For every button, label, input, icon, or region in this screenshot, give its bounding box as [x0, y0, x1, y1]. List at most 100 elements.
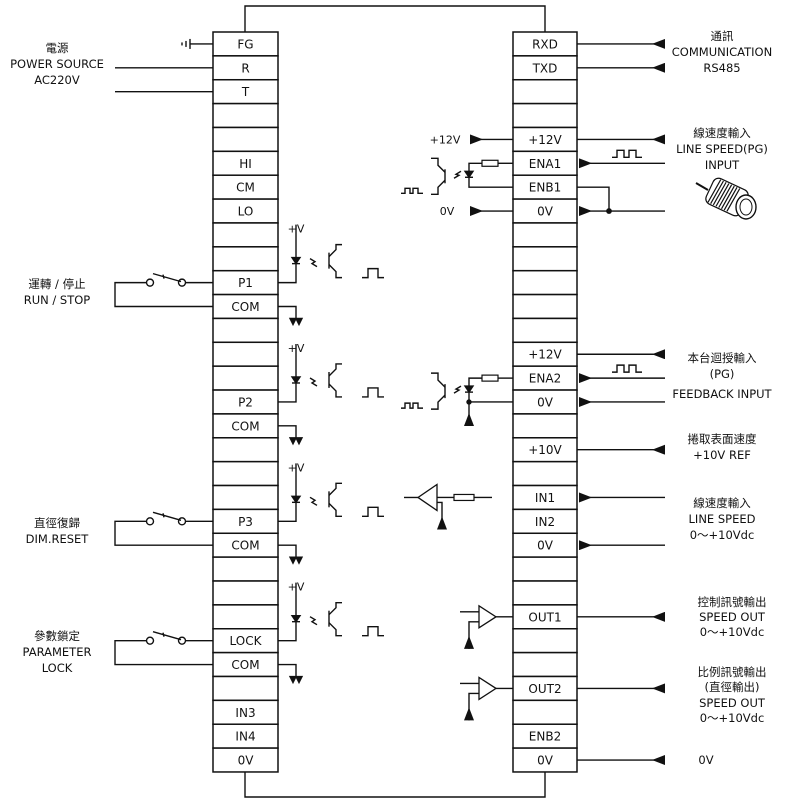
speed-out2-label-zh2: (直徑輸出) — [705, 680, 760, 694]
switch-contact-icon — [145, 636, 155, 645]
left-terminal-empty — [212, 484, 279, 511]
diode-icon — [463, 385, 475, 394]
right-terminal-0v: 0V — [512, 532, 578, 558]
terminal-cell — [512, 413, 578, 439]
terminal-label: +12V — [528, 133, 562, 147]
switch-contact-icon — [145, 517, 155, 526]
diode-icon — [290, 256, 302, 265]
terminal-label: FG — [237, 37, 253, 51]
right-terminal-empty — [512, 102, 578, 129]
left-terminal-empty — [212, 580, 279, 606]
power-label-zh: 電源 — [46, 41, 69, 55]
terminal-label: 0V — [537, 205, 554, 219]
ground-icon — [288, 316, 304, 327]
left-terminal-empty — [212, 460, 279, 487]
plus-v-label: +V — [288, 461, 305, 474]
power-label-en: POWER SOURCE — [10, 57, 104, 71]
switch-return-wire — [114, 639, 213, 666]
left-terminal-p2: P2 — [212, 389, 279, 415]
left-terminal-empty — [212, 246, 279, 272]
terminal-cell — [512, 246, 578, 272]
com-ground-wire — [278, 544, 297, 558]
terminal-label: CM — [236, 181, 255, 195]
switch-contact-icon — [177, 636, 187, 645]
terminal-cell — [512, 293, 578, 320]
run-stop-label-en: RUN / STOP — [24, 293, 91, 307]
terminal-label: IN4 — [235, 730, 255, 744]
right-terminal-empty — [512, 556, 578, 582]
pulse-icon — [362, 387, 384, 398]
terminal-label: ENB2 — [529, 730, 561, 744]
right-terminal-0v: 0V — [512, 747, 578, 773]
switch-lever-icon — [162, 632, 165, 637]
zero-v-label: 0V — [440, 205, 455, 218]
left-terminal-in3: IN3 — [212, 699, 279, 725]
diode-icon — [463, 170, 475, 179]
switch-contact-icon — [145, 278, 155, 287]
resistor-icon — [481, 374, 499, 382]
plus-v-label: +V — [288, 581, 305, 594]
switch-lever-icon — [162, 274, 165, 279]
terminal-cell — [212, 437, 279, 463]
terminal-label: HI — [239, 157, 252, 171]
right-terminal-empty — [512, 699, 578, 725]
right-terminal-12v: +12V — [512, 341, 578, 367]
terminal-label: P1 — [238, 276, 253, 290]
transistor-icon — [431, 157, 446, 173]
param-lock-label-zh: 參數鎖定 — [34, 629, 80, 643]
right-terminal-0v: 0V — [512, 389, 578, 415]
line-speed-label-en: LINE SPEED — [689, 512, 756, 526]
comm-label-zh: 通訊 — [711, 29, 734, 43]
terminal-cell — [512, 222, 578, 248]
transistor-icon — [328, 502, 342, 518]
light-icon — [309, 377, 318, 387]
transistor-icon — [328, 243, 342, 258]
transistor-icon — [431, 372, 446, 388]
terminal-label: OUT1 — [528, 610, 561, 624]
switch-lever-icon — [152, 272, 182, 283]
enb1-bridge-wire — [577, 186, 610, 212]
left-terminal-empty — [212, 556, 279, 582]
switch-lever-icon — [162, 513, 165, 518]
right-terminal-10v: +10V — [512, 437, 578, 463]
dim-reset-label-en: DIM.RESET — [26, 532, 90, 546]
terminal-label: IN3 — [235, 706, 255, 720]
com-ground-wire — [278, 425, 297, 438]
left-terminal-com: COM — [212, 532, 279, 558]
ref10-label-zh: 捲取表面速度 — [688, 432, 757, 446]
right-terminal-block: RXDTXD+12VENA1ENB10V+12VENA20V+10VIN1IN2… — [512, 31, 578, 773]
ground-icon — [288, 436, 304, 446]
resistor-icon — [481, 159, 499, 167]
light-icon — [309, 258, 318, 268]
left-terminal-cm: CM — [212, 174, 279, 200]
right-terminal-0v: 0V — [512, 198, 578, 224]
left-terminal-empty — [212, 317, 279, 344]
zero-v-out-label: 0V — [698, 753, 713, 767]
terminal-cell — [512, 651, 578, 678]
light-icon — [309, 616, 318, 626]
right-terminal-empty — [512, 222, 578, 248]
terminal-label: COM — [231, 300, 259, 314]
right-terminal-empty — [512, 78, 578, 105]
left-terminal-empty — [212, 604, 279, 630]
transistor-icon — [431, 179, 446, 195]
terminal-label: TXD — [532, 61, 558, 75]
junction-dot — [606, 208, 612, 214]
right-terminal-out2: OUT2 — [512, 675, 578, 702]
com-ground-wire — [278, 305, 297, 319]
left-terminal-empty — [212, 102, 279, 129]
terminal-label: P3 — [238, 515, 253, 529]
motor-icon — [695, 177, 757, 220]
right-terminal-in2: IN2 — [512, 508, 578, 535]
right-terminal-empty — [512, 413, 578, 439]
terminal-label: ENB1 — [529, 181, 561, 195]
amplifier-icon — [478, 676, 498, 701]
terminal-label: 0V — [537, 395, 554, 409]
terminal-cell — [212, 580, 279, 606]
amplifier-icon — [478, 604, 498, 630]
terminal-label: COM — [231, 658, 259, 672]
line-speed-label-zh: 線速度輸入 — [693, 496, 751, 510]
right-terminal-in1: IN1 — [512, 484, 578, 511]
transistor-icon — [431, 394, 446, 410]
terminal-cell — [212, 246, 279, 272]
